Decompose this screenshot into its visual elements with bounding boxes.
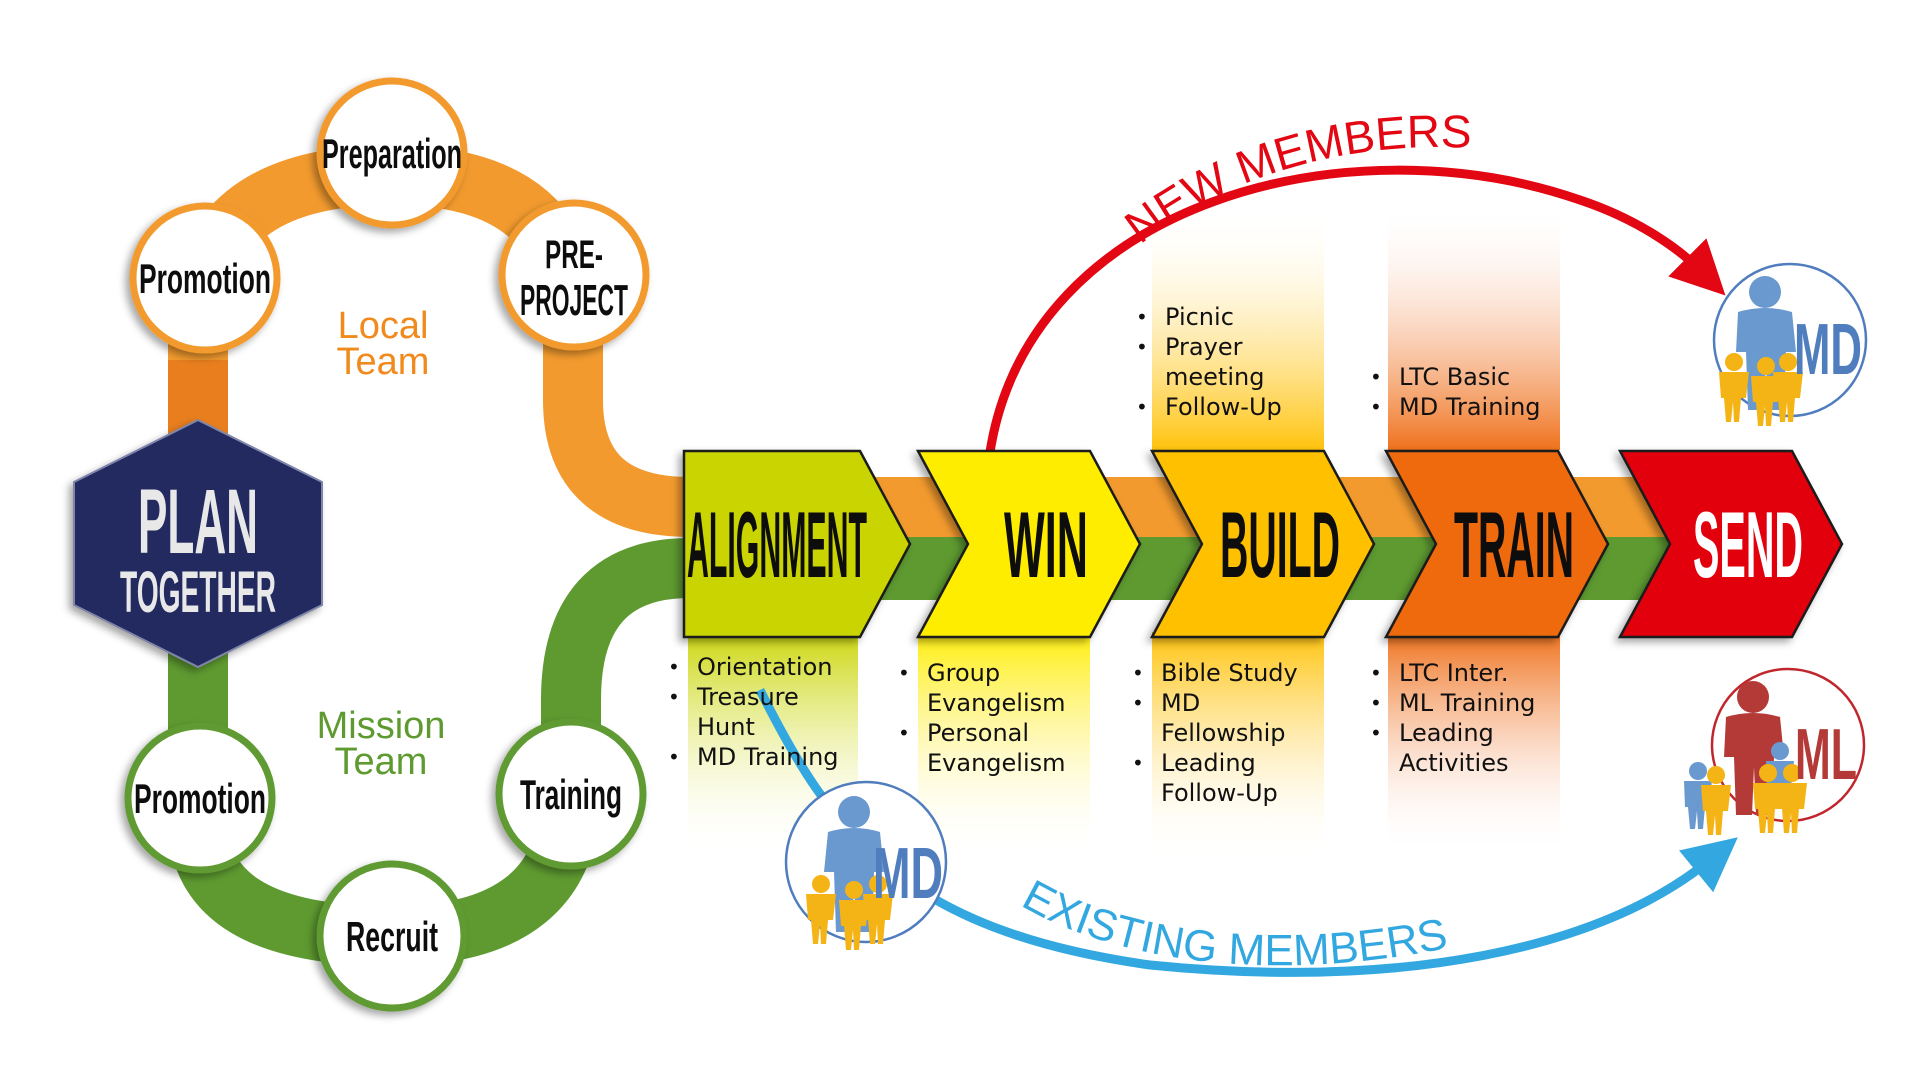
list-item: Follow-Up (1136, 392, 1295, 422)
win-bottom-list: Group EvangelismPersonal Evangelism (898, 658, 1077, 778)
stage-train[interactable]: TRAIN (1383, 449, 1610, 639)
train-top-list: LTC BasicMD Training (1370, 362, 1569, 422)
train-bottom-list: LTC Inter.ML TrainingLeading Activities (1370, 658, 1569, 778)
stage-win-label: WIN (1004, 492, 1088, 597)
step-training[interactable]: Training (495, 718, 647, 870)
build-bottom-list: Bible StudyMD FellowshipLeading Follow-U… (1132, 658, 1311, 808)
list-item: MD Fellowship (1132, 688, 1311, 748)
list-item: LTC Inter. (1370, 658, 1569, 688)
local-team-steps: Promotion Preparation PRE- PROJECT (129, 77, 650, 354)
existing-members-text: EXISTING MEMBERS (1015, 871, 1451, 976)
local-team-label-line2: Team (336, 341, 430, 383)
list-item: Treasure Hunt (668, 682, 847, 742)
step-label: Promotion (139, 255, 271, 302)
mission-team-track (168, 538, 691, 966)
ml-badge-text: ML (1795, 715, 1857, 795)
step-preparation[interactable]: Preparation (316, 77, 468, 229)
step-label: Preparation (322, 130, 462, 177)
stage-alignment-arrow-shape (682, 449, 912, 639)
new-members-arrow (985, 165, 1726, 453)
stage-send[interactable]: SEND (1617, 449, 1844, 639)
md-badge-top-text: MD (1794, 310, 1862, 390)
new-members-flow: NEW MEMBERS (985, 105, 1726, 453)
stage-send-label: SEND (1693, 492, 1803, 597)
step-label-line1: PRE- (545, 233, 603, 277)
stage-train-arrow-shape (1383, 449, 1610, 639)
list-item: Personal Evangelism (898, 718, 1077, 778)
list-item: Prayer meeting (1136, 332, 1295, 392)
list-item: MD Training (668, 742, 847, 772)
local-team-label-line1: Local (337, 305, 429, 347)
step-label: Promotion (134, 775, 266, 822)
stage-win[interactable]: WIN (915, 449, 1142, 639)
hub-line2: TOGETHER (120, 560, 276, 625)
existing-members-label: EXISTING MEMBERS (1015, 871, 1451, 976)
ml-badge: ML (1684, 667, 1866, 835)
list-item: Leading Activities (1370, 718, 1569, 778)
list-item: Bible Study (1132, 658, 1311, 688)
mission-team-label: Mission Team (306, 705, 456, 783)
list-item: Orientation (668, 652, 847, 682)
plan-together-hub: PLAN TOGETHER (73, 418, 323, 669)
mission-team-label-line2: Team (334, 741, 428, 783)
list-item: Leading Follow-Up (1132, 748, 1311, 808)
stage-win-arrow-shape (915, 449, 1142, 639)
step-label: Recruit (346, 913, 438, 960)
build-top-list: PicnicPrayer meetingFollow-Up (1136, 302, 1295, 422)
mission-team-label-line1: Mission (316, 705, 446, 747)
stage-build-arrow-shape (1149, 449, 1376, 639)
md-badge-bottom: MD (784, 780, 948, 950)
mission-team-loop (168, 538, 691, 966)
stage-build-label: BUILD (1220, 492, 1340, 597)
list-item: MD Training (1370, 392, 1569, 422)
stage-send-arrow-shape (1617, 449, 1844, 639)
group-figures-icon (1701, 764, 1807, 835)
hub-line1: PLAN (138, 471, 258, 573)
step-label-line2: PROJECT (520, 276, 628, 325)
step-promotion-local[interactable]: Promotion (129, 202, 281, 354)
stage-alignment[interactable]: ALIGNMENT (682, 449, 912, 639)
stage-build[interactable]: BUILD (1149, 449, 1376, 639)
md-badge-top: MD (1712, 262, 1868, 426)
alignment-bottom-list: OrientationTreasure HuntMD Training (668, 652, 847, 772)
stage-alignment-label: ALIGNMENT (687, 492, 867, 597)
step-promotion-mission[interactable]: Promotion (124, 722, 276, 874)
mission-team-steps: Promotion Recruit Training (124, 718, 647, 1012)
md-badge-bottom-text: MD (873, 834, 943, 914)
hexagon-shape (73, 418, 323, 669)
step-recruit[interactable]: Recruit (316, 860, 468, 1012)
stage-arrows: ALIGNMENT WIN BUILD TRAIN SEND (682, 449, 1844, 639)
step-pre-project[interactable]: PRE- PROJECT (498, 199, 650, 351)
list-item: Group Evangelism (898, 658, 1077, 718)
list-item: ML Training (1370, 688, 1569, 718)
step-label: Training (520, 771, 622, 818)
list-item: Picnic (1136, 302, 1295, 332)
stage-train-label: TRAIN (1454, 492, 1574, 597)
group-figures-icon (806, 875, 893, 950)
local-team-label: Local Team (318, 305, 448, 383)
group-figures-icon (1719, 353, 1803, 426)
list-item: LTC Basic (1370, 362, 1569, 392)
